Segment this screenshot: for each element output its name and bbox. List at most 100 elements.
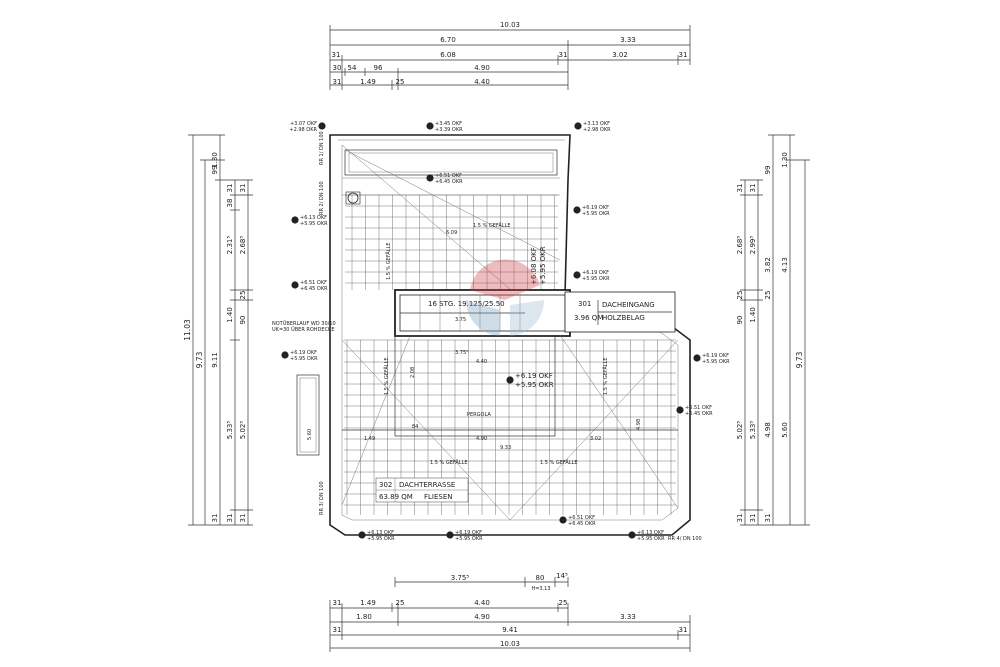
dim-top-l: 31 — [333, 78, 342, 86]
overflow-note-2: UK=30 ÜBER ROHDECKE — [272, 326, 335, 333]
slope-6: 1.5 % GEFÄLLE — [602, 358, 609, 395]
room-302-num: 302 — [379, 481, 392, 489]
dim-left-j: 1.40 — [226, 307, 234, 323]
level-l2-0: +6.51 OKF — [300, 280, 327, 286]
inner-dim-3: 4.90 — [476, 436, 487, 442]
dim-left-o: 25 — [239, 291, 247, 300]
dim-left-h: 38 — [226, 199, 234, 208]
drain-rr3: RR 3/ DN 100 — [319, 481, 325, 515]
dim-right-k: 31 — [749, 184, 757, 193]
dim-bot-e: 1.49 — [360, 599, 376, 607]
level-b1-0: +6.13 OKF — [367, 530, 394, 536]
level-marker-icon — [281, 351, 289, 359]
side-dim: 5.60 — [307, 429, 313, 440]
dim-bot-d: 31 — [333, 599, 342, 607]
dim-right-a: 31 — [736, 184, 744, 193]
dim-right-o: 4.98 — [764, 422, 772, 438]
dim-left-total: 11.03 — [183, 319, 192, 341]
inner-dim-4: 9.33 — [500, 445, 511, 451]
level-center-0: +6.19 OKF — [515, 372, 553, 380]
level-l1-0: +6.13 OKF — [300, 215, 327, 221]
dim-right-r: 4.13 — [781, 257, 789, 273]
dim-right-b: 2.68⁵ — [736, 236, 744, 255]
dim-right-s: 5.60 — [781, 422, 789, 438]
dim-top-j: 96 — [374, 64, 383, 72]
level-center-1: +5.95 OKR — [515, 381, 554, 389]
inner-dim-6: 4.98 — [636, 419, 642, 430]
dim-top-o: 4.40 — [474, 78, 490, 86]
dim-left-q: 5.02⁵ — [239, 421, 247, 440]
dim-left-r: 31 — [239, 514, 247, 523]
level-tc-0: +3.45 OKF — [435, 121, 462, 127]
dim-left-n: 2.68⁵ — [239, 236, 247, 255]
dim-top-g: 31 — [679, 51, 688, 59]
level-r2-1: +5.95 OKR — [582, 276, 610, 282]
level-b4-1: +5.95 OKR — [637, 536, 665, 542]
dim-top-m: 1.49 — [360, 78, 376, 86]
level-r2-0: +6.19 OKF — [582, 270, 609, 276]
dim-left-e: 31 — [211, 514, 219, 523]
pergola-label: PERGOLA — [467, 412, 491, 418]
inner-dim-7: 1.49 — [364, 436, 375, 442]
level-l3-0: +6.19 OKF — [290, 350, 317, 356]
level-marker-icon — [358, 531, 366, 539]
watermark-logo — [465, 259, 544, 336]
room-301-floor: HOLZBELAG — [602, 314, 645, 322]
inner-dim-2: 4.40 — [476, 359, 487, 365]
dim-bot-l: 3.33 — [620, 613, 636, 621]
dim-bot-c: 14⁵ — [556, 572, 568, 580]
drain-rr1: RR 1/ DN 100 — [319, 131, 325, 165]
dim-bot-f: 25 — [396, 599, 405, 607]
level-r1-1: +5.95 OKR — [582, 211, 610, 217]
dim-top-k: 4.90 — [474, 64, 490, 72]
level-tr-0: +3.13 OKF — [583, 121, 610, 127]
dim-top-b: 3.33 — [620, 36, 636, 44]
top-dimension-chains: 10.03 6.70 3.33 31 6.08 31 3.02 31 30 54… — [329, 21, 691, 90]
dim-right-e: 5.02⁵ — [736, 421, 744, 440]
level-l1-1: +5.95 OKR — [300, 221, 328, 227]
level-b3-0: +6.51 OKF — [568, 515, 595, 521]
level-marker-icon — [506, 376, 514, 384]
slope-5: 1.5 % GEFÄLLE — [383, 358, 390, 395]
level-tl-0: +3.07 OKF — [290, 121, 317, 127]
dim-top-c: 31 — [332, 51, 341, 59]
bottom-dimension-chains: 3.75⁵ 80 14⁵ H=3.13 31 1.49 25 4.40 25 1… — [329, 572, 691, 652]
room-302-area: 63.89 QM — [379, 493, 413, 501]
level-marker-icon — [446, 531, 454, 539]
dim-top-h: 30 — [333, 64, 342, 72]
stairs-width: 3.75 — [455, 317, 466, 323]
dim-right-n: 25 — [764, 291, 772, 300]
room-301-num: 301 — [578, 300, 591, 308]
dim-bot-i: 25 — [559, 599, 568, 607]
level-r4-0: +6.51 OKF — [685, 405, 712, 411]
dim-bot-g: 4.40 — [474, 599, 490, 607]
level-marker-icon — [426, 122, 434, 130]
drain-rr2: RR 2/ DN 100 — [319, 181, 325, 215]
dim-bot-a: 3.75⁵ — [451, 574, 470, 582]
dim-right-h: 1.40 — [749, 307, 757, 323]
inner-dim-1: 6.09 — [446, 230, 457, 236]
level-marker-icon — [628, 531, 636, 539]
pergola: PERGOLA — [341, 334, 679, 521]
level-marker-icon — [574, 122, 582, 130]
level-r3-0: +6.19 OKF — [702, 353, 729, 359]
slope-1: 1.5 % GEFÄLLE — [473, 222, 510, 229]
dim-right-d: 90 — [736, 316, 744, 325]
room-301-name: DACHEINGANG — [602, 301, 655, 309]
level-b4-0: +6.13 OKF — [637, 530, 664, 536]
dim-top-total: 10.03 — [500, 21, 520, 29]
dim-right-total: 9.73 — [795, 351, 804, 368]
inner-dim-9: 3.75⁵ — [455, 350, 468, 356]
dim-left-m: 31 — [239, 184, 247, 193]
dim-right-q: 1.30 — [781, 152, 789, 168]
dim-left-c: 1.30 — [211, 152, 219, 168]
slope-2: 1.5 % GEFÄLLE — [430, 459, 467, 466]
level-c1-0: +6.51 OKF — [435, 173, 462, 179]
level-tc-1: +3.39 OKR — [435, 127, 463, 133]
level-marker-icon — [573, 271, 581, 279]
level-b2-0: +6.19 OKF — [455, 530, 482, 536]
level-r3-1: +5.95 OKR — [702, 359, 730, 365]
left-side-panel: 5.60 — [296, 191, 361, 456]
dim-bot-j: 1.80 — [356, 613, 372, 621]
